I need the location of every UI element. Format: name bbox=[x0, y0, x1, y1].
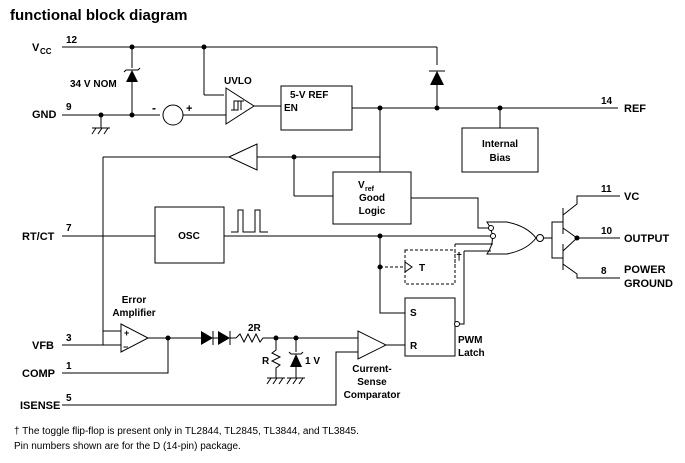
ground-icon bbox=[91, 127, 110, 135]
vref-good-label-2: Good bbox=[359, 193, 385, 204]
cs-label-2: Sense bbox=[357, 377, 387, 388]
output-stage bbox=[544, 195, 620, 279]
ref5v-block bbox=[280, 85, 353, 131]
cs-label-3: Comparator bbox=[344, 390, 401, 401]
v1-label: 1 V bbox=[305, 356, 320, 367]
diagram-title: functional block diagram bbox=[10, 7, 188, 24]
toggle-flipflop bbox=[380, 244, 456, 285]
pin-comp-num: 1 bbox=[66, 361, 72, 372]
pin-output-name: OUTPUT bbox=[624, 233, 670, 245]
vcc-rail bbox=[62, 44, 438, 96]
pin-rtct-num: 7 bbox=[66, 223, 72, 234]
diode-icon bbox=[429, 70, 445, 85]
latch-to-nor bbox=[459, 251, 465, 325]
pin-ref-num: 14 bbox=[601, 96, 613, 107]
pin-vcc-num: 12 bbox=[66, 35, 78, 46]
vref-good-label-3: Logic bbox=[359, 206, 386, 217]
latch-s-label: S bbox=[410, 308, 417, 319]
current-sense-comparator bbox=[62, 330, 405, 406]
vref-good-sub: ref bbox=[365, 186, 375, 193]
pin-pground-num: 8 bbox=[601, 266, 607, 277]
amp-plus: + bbox=[124, 328, 129, 338]
ref-rail bbox=[352, 85, 618, 177]
ref5v-label: 5-V REF bbox=[290, 90, 328, 101]
vref-to-nor bbox=[411, 197, 491, 229]
error-amp-label-2: Amplifier bbox=[112, 308, 155, 319]
pin-ref-name: REF bbox=[624, 103, 646, 115]
pin-comp-name: COMP bbox=[22, 368, 55, 380]
vsrc-minus: - bbox=[152, 101, 156, 115]
pin-output-num: 10 bbox=[601, 226, 613, 237]
pin-vc-num: 11 bbox=[601, 184, 612, 195]
en-label: EN bbox=[284, 103, 298, 114]
uvlo-label: UVLO bbox=[224, 76, 252, 87]
zener-label: 34 V NOM bbox=[70, 79, 117, 90]
footnote-1: † The toggle flip-flop is present only i… bbox=[14, 426, 359, 437]
uvlo-comparator bbox=[225, 87, 281, 125]
cs-label-1: Current- bbox=[352, 364, 391, 375]
toggle-t-label: T bbox=[419, 263, 425, 274]
pin-vcc-sub: CC bbox=[40, 47, 52, 56]
footnote-2: Pin numbers shown are for the D (14-pin)… bbox=[14, 441, 241, 452]
resistor-2r-icon bbox=[235, 332, 296, 344]
pwm-label-1: PWM bbox=[458, 335, 482, 346]
internal-bias-label-1: Internal bbox=[482, 139, 518, 150]
osc-to-latch bbox=[379, 236, 405, 314]
toggle-dagger: † bbox=[456, 251, 462, 263]
osc-label: OSC bbox=[178, 231, 200, 242]
resistor-r-icon bbox=[270, 338, 282, 378]
pulse-train-icon bbox=[231, 209, 268, 233]
zener-34v-icon bbox=[123, 67, 141, 115]
vsrc-plus: + bbox=[186, 103, 192, 115]
r-label: R bbox=[262, 356, 270, 367]
ground-icon bbox=[266, 377, 285, 385]
internal-bias-label-2: Bias bbox=[489, 153, 511, 164]
pin-rtct-name: RT/CT bbox=[22, 231, 55, 243]
diode-pair-icon bbox=[201, 331, 236, 345]
buffer-triangle bbox=[102, 143, 380, 345]
gnd-line bbox=[62, 112, 160, 128]
pin-isense-num: 5 bbox=[66, 393, 72, 404]
pwm-latch-block bbox=[404, 297, 456, 357]
error-amp-label-1: Error bbox=[122, 295, 147, 306]
amp-minus: − bbox=[123, 342, 128, 352]
r2-label: 2R bbox=[248, 323, 262, 334]
vref-good-logic-block bbox=[332, 171, 412, 225]
pin-gnd-num: 9 bbox=[66, 102, 72, 113]
pwm-label-2: Latch bbox=[458, 348, 485, 359]
zener-1v-icon bbox=[286, 338, 305, 385]
voltage-source-icon bbox=[162, 104, 226, 126]
internal-bias-block bbox=[461, 127, 539, 173]
error-amplifier bbox=[62, 323, 201, 374]
vref-good-v: V bbox=[358, 180, 365, 191]
pin-pground-name-1: POWER bbox=[624, 264, 666, 276]
pin-vfb-name: VFB bbox=[32, 340, 54, 352]
pin-vfb-num: 3 bbox=[66, 333, 72, 344]
pin-isense-name: ISENSE bbox=[20, 400, 60, 412]
pin-vc-name: VC bbox=[624, 191, 639, 203]
latch-r-label: R bbox=[410, 341, 418, 352]
pin-pground-name-2: GROUND bbox=[624, 278, 673, 290]
nor-gate bbox=[455, 221, 544, 255]
osc-block bbox=[154, 206, 225, 264]
pin-vcc-name: V bbox=[32, 42, 40, 54]
pin-gnd-name: GND bbox=[32, 109, 57, 121]
